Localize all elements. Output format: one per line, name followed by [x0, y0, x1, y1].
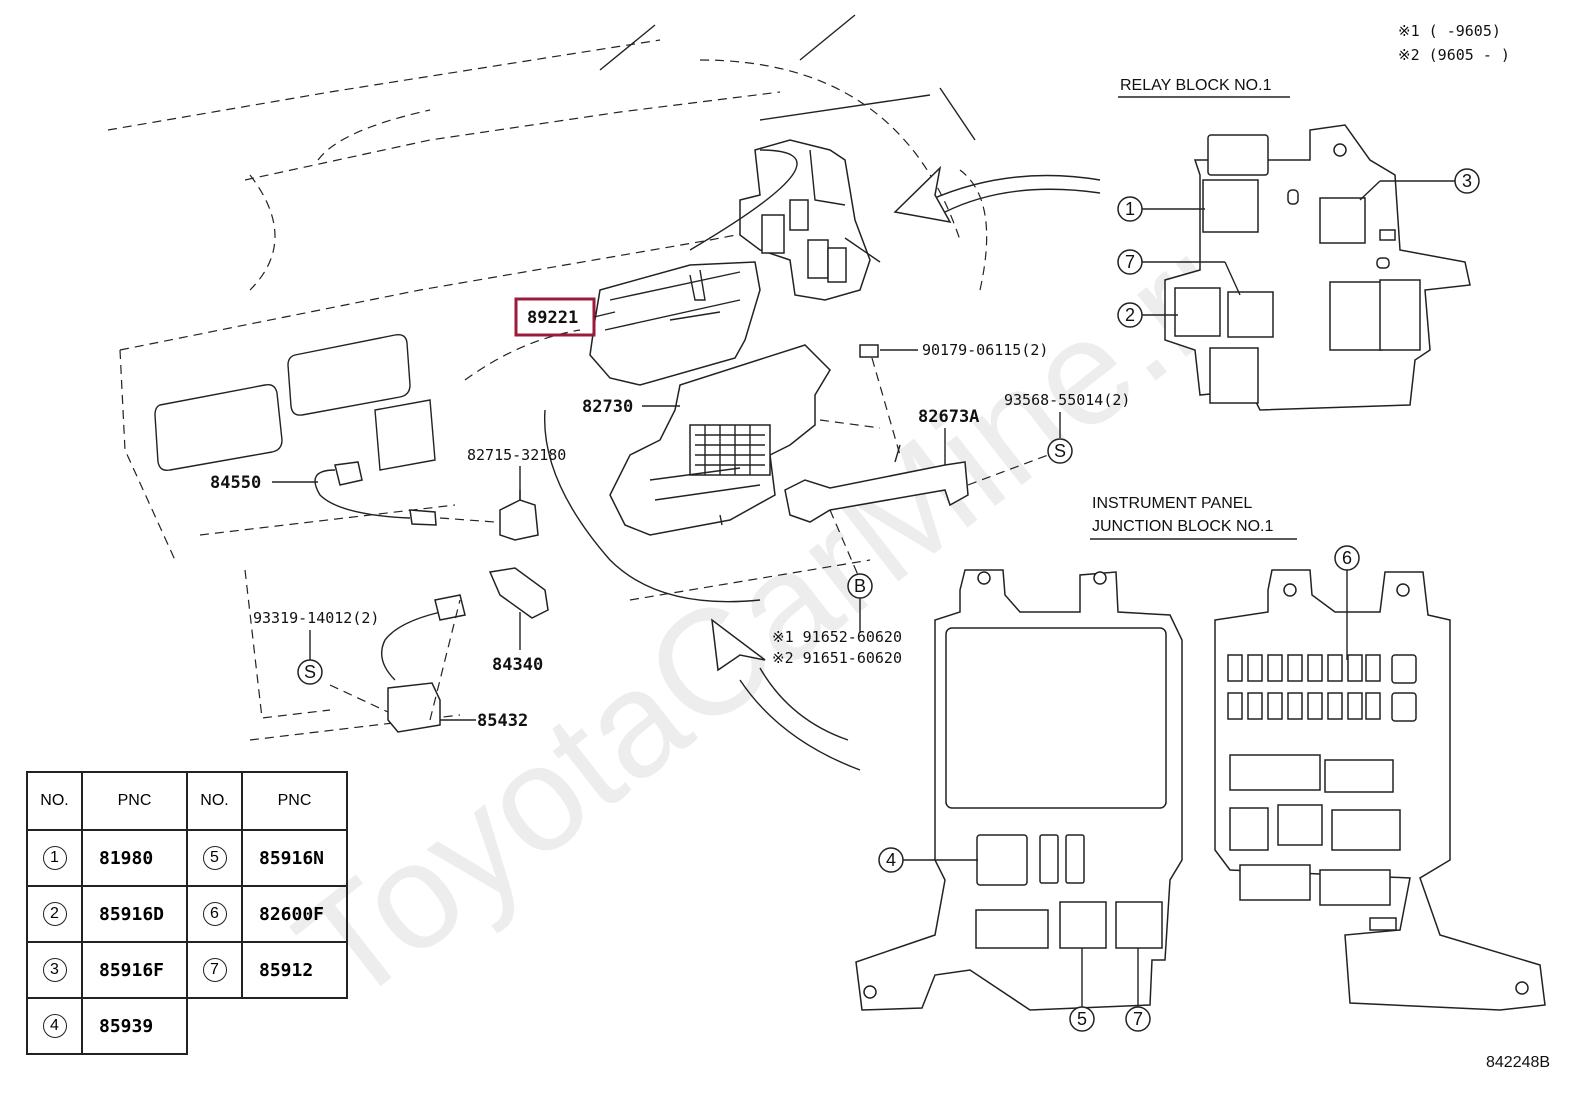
table-cell-pnc[interactable]: 85916D — [81, 885, 188, 943]
table-cell-no: 7 — [186, 941, 243, 999]
svg-text:7: 7 — [1125, 252, 1135, 272]
svg-text:3: 3 — [1462, 171, 1472, 191]
note-2: ※2 (9605 - ) — [1398, 46, 1510, 64]
part-label-82715-32180[interactable]: 82715-32180 — [467, 446, 566, 464]
junction-block-82730 — [609, 344, 831, 536]
table-cell-empty — [242, 998, 347, 1054]
part-label-93568-55014[interactable]: 93568-55014(2) — [1004, 391, 1130, 409]
callout-3: 3 — [1359, 168, 1480, 201]
part-label-89221[interactable]: 89221 — [527, 308, 578, 328]
symbol-s-left — [297, 659, 323, 685]
callout-1: 1 — [1117, 196, 1205, 222]
svg-text:2: 2 — [1125, 305, 1135, 325]
part-label-91651-60620[interactable]: ※2 91651-60620 — [772, 649, 902, 667]
pnc-table: NO. PNC NO. PNC 1 81980 5 85916N 2 85916… — [26, 771, 348, 1055]
svg-text:6: 6 — [1342, 548, 1352, 568]
fuse-grid — [1227, 654, 1417, 722]
table-row: 4 85939 — [26, 997, 347, 1055]
part-label-90179-06115[interactable]: 90179-06115(2) — [922, 341, 1048, 359]
table-row: 1 81980 5 85916N — [26, 829, 348, 887]
part-label-84550[interactable]: 84550 — [210, 473, 261, 493]
callout-5: 5 — [1069, 948, 1095, 1032]
junction-block-title-line1: INSTRUMENT PANEL — [1092, 495, 1252, 512]
sensor-84550 — [314, 461, 496, 526]
table-cell-pnc[interactable]: 85916N — [241, 829, 348, 887]
part-label-84340[interactable]: 84340 — [492, 655, 543, 675]
dashed-leaders — [819, 357, 1049, 576]
relay-block-no1 — [1164, 124, 1471, 411]
symbol-s-right-label: S — [1054, 441, 1066, 461]
part-label-82730[interactable]: 82730 — [582, 397, 633, 417]
relay-block-title: RELAY BLOCK NO.1 — [1120, 77, 1272, 94]
ecu-89221 — [589, 261, 761, 386]
table-cell-pnc[interactable]: 85939 — [81, 997, 188, 1055]
table-header-pnc: PNC — [241, 771, 348, 831]
table-cell-pnc[interactable]: 81980 — [81, 829, 188, 887]
junction-block-front — [855, 569, 1183, 1011]
arrows — [711, 165, 1101, 771]
note-1: ※1 ( -9605) — [1398, 22, 1501, 40]
table-cell-no: 5 — [186, 829, 243, 887]
svg-text:5: 5 — [1077, 1009, 1087, 1029]
svg-text:7: 7 — [1133, 1009, 1143, 1029]
callout-4: 4 — [878, 847, 978, 873]
symbol-s-right — [1047, 438, 1073, 464]
table-cell-no: 6 — [186, 885, 243, 943]
table-cell-no: 3 — [26, 941, 83, 999]
callout-7-bottom: 7 — [1125, 948, 1151, 1032]
table-cell-no: 2 — [26, 885, 83, 943]
dashboard-outline — [107, 14, 988, 741]
callout-6: 6 — [1334, 545, 1360, 660]
table-header-no: NO. — [186, 771, 243, 831]
svg-text:4: 4 — [886, 850, 896, 870]
clip-90179 — [859, 344, 879, 358]
table-cell-pnc[interactable]: 82600F — [241, 885, 348, 943]
table-header-pnc: PNC — [81, 771, 188, 831]
symbol-b-label: B — [854, 576, 866, 596]
table-header-row: NO. PNC NO. PNC — [26, 771, 348, 831]
callout-7-top: 7 — [1117, 249, 1241, 296]
table-header-no: NO. — [26, 771, 83, 831]
junction-block-rear — [1214, 569, 1546, 1011]
sensor-85432 — [329, 594, 466, 733]
diagram-code: 842248B — [1486, 1054, 1550, 1071]
table-row: 2 85916D 6 82600F — [26, 885, 348, 943]
callout-2: 2 — [1117, 302, 1178, 328]
table-cell-no: 1 — [26, 829, 83, 887]
symbol-s-left-label: S — [304, 662, 316, 682]
connector-82715 — [499, 490, 539, 541]
part-label-91652-60620[interactable]: ※1 91652-60620 — [772, 628, 902, 646]
table-cell-empty — [187, 998, 242, 1054]
switch-84340 — [488, 567, 549, 650]
part-label-82673a[interactable]: 82673A — [918, 407, 979, 427]
relay-block-assembly — [689, 139, 881, 301]
table-cell-pnc[interactable]: 85912 — [241, 941, 348, 999]
junction-block-title-line2: JUNCTION BLOCK NO.1 — [1092, 518, 1273, 535]
part-label-93319-14012[interactable]: 93319-14012(2) — [253, 609, 379, 627]
table-cell-no: 4 — [26, 997, 83, 1055]
table-cell-pnc[interactable]: 85916F — [81, 941, 188, 999]
bracket-82673a — [784, 444, 969, 523]
table-row: 3 85916F 7 85912 — [26, 941, 348, 999]
part-label-85432[interactable]: 85432 — [477, 711, 528, 731]
svg-text:1: 1 — [1125, 199, 1135, 219]
